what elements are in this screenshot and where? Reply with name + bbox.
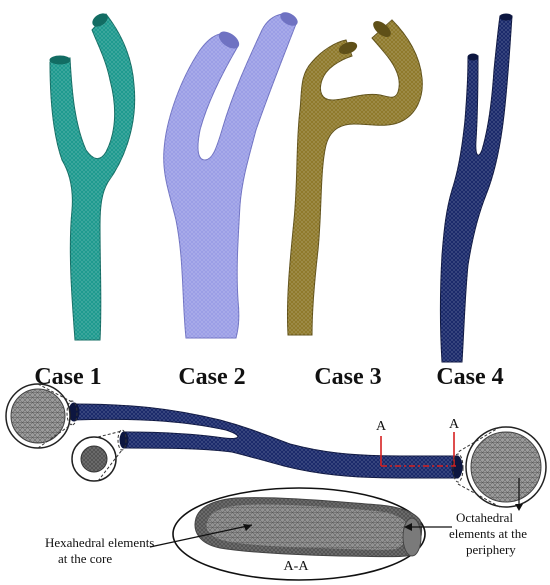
case-1-outlet-left	[49, 55, 71, 65]
case-1-trunk-mesh-overlay	[50, 14, 135, 340]
long-vessel-body-mesh-overlay	[72, 404, 458, 478]
case-1-vessel	[49, 13, 136, 341]
periphery-annotation: Octahedral elements at the periphery	[404, 510, 527, 557]
section-a-a: A-A	[172, 487, 426, 581]
section-markers: A A	[376, 417, 460, 467]
case-4-vessel	[440, 13, 513, 363]
case-4-outlet-right	[499, 13, 513, 21]
case-3-trunk-mesh-overlay	[287, 20, 423, 335]
core-arrow	[149, 524, 253, 548]
section-a-a-core	[206, 504, 409, 550]
core-annotation: Hexahedral elements at the core	[45, 524, 253, 566]
long-vessel	[68, 402, 463, 479]
case-1-outlet-right	[92, 13, 108, 27]
case-3-vessel	[286, 19, 423, 336]
periphery-label-line3: periphery	[466, 542, 516, 557]
case-4-trunk-mesh-overlay	[440, 16, 512, 362]
inlet-cross-section-mesh	[10, 388, 66, 444]
long-vessel-outlet-end	[119, 431, 129, 449]
case-2-trunk-mesh-overlay	[163, 14, 296, 338]
section-a-a-label: A-A	[284, 559, 310, 574]
case-4-label: Case 4	[436, 364, 503, 390]
case-4-outlet-left	[467, 53, 479, 61]
case-2-vessel	[163, 12, 298, 339]
core-label-line1: Hexahedral elements	[45, 535, 154, 550]
right-cross-section-mesh	[470, 431, 542, 503]
periphery-label-line2: elements at the	[449, 526, 527, 541]
case-2-label: Case 2	[178, 364, 245, 390]
outlet-cross-section-mesh	[80, 445, 108, 473]
outlet-cross-section	[71, 429, 127, 482]
periphery-label-line1: Octahedral	[456, 510, 513, 525]
case-2-outlet-right	[280, 12, 298, 26]
case-3-outlet-right	[373, 21, 391, 37]
periphery-arrow-head	[404, 523, 412, 531]
core-arrow-head	[243, 524, 252, 531]
core-label-line2: at the core	[58, 551, 112, 566]
case-2-outlet-left	[218, 31, 240, 49]
inlet-cross-section	[5, 383, 78, 449]
marker-label-left: A	[376, 419, 387, 434]
marker-label-right: A	[449, 417, 460, 432]
right-cross-section	[452, 426, 547, 508]
periphery-arrow-head-top	[515, 504, 523, 511]
case-3-label: Case 3	[314, 364, 381, 390]
case-3-outlet-left	[338, 41, 358, 55]
